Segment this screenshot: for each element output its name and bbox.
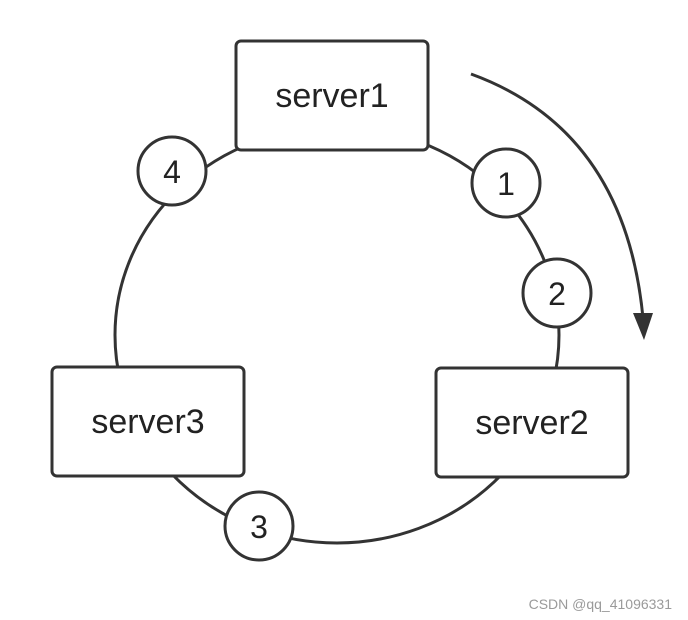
server2-label: server2 xyxy=(475,404,588,442)
server2-box: server2 xyxy=(434,366,630,479)
server1-label: server1 xyxy=(275,77,388,115)
server1-box: server1 xyxy=(234,39,430,152)
node-2-label: 2 xyxy=(548,276,566,312)
server3-label: server3 xyxy=(91,403,204,441)
node-4: 4 xyxy=(136,135,208,207)
node-3: 3 xyxy=(223,490,295,562)
node-2: 2 xyxy=(521,257,593,329)
watermark: CSDN @qq_41096331 xyxy=(528,596,672,612)
node-1-label: 1 xyxy=(497,166,515,202)
node-3-label: 3 xyxy=(250,509,268,545)
node-4-label: 4 xyxy=(163,154,181,190)
node-1: 1 xyxy=(470,147,542,219)
arrow-head xyxy=(633,313,653,340)
server3-box: server3 xyxy=(50,365,246,478)
clockwise-arrow xyxy=(470,72,645,319)
